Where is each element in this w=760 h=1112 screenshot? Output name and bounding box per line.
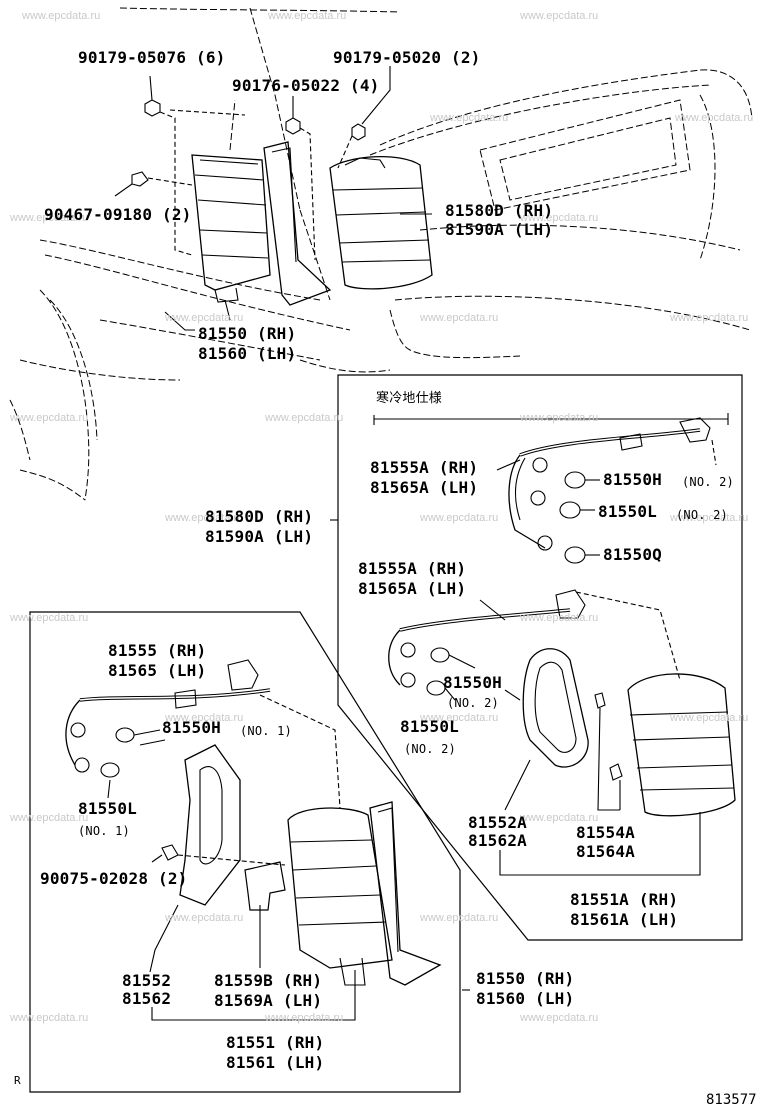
watermark: www.epcdata.ru — [430, 112, 509, 124]
part-label-bracket-81569a-lh: 81569A (LH) — [214, 991, 323, 1010]
part-label-body-81551-rh: 81551 (RH) — [226, 1033, 325, 1052]
part-label-screw-90467-09180: 90467-09180 (2) — [44, 205, 192, 224]
vehicle-body-outline — [9, 7, 753, 501]
part-label-bulb-81550h: 81550H — [603, 470, 662, 489]
part-label-bracket-81559b-rh: 81559B (RH) — [214, 971, 323, 990]
part-label-lens-lh: 81590A (LH) — [445, 220, 554, 239]
watermark: www.epcdata.ru — [22, 10, 101, 22]
watermark: www.epcdata.ru — [675, 112, 754, 124]
part-label-bulb-81550h-2-no: (NO. 2) — [447, 696, 499, 710]
part-label-socket-81565a-lh: 81565A (LH) — [370, 478, 479, 497]
right-box-leaders — [330, 439, 717, 876]
watermark: www.epcdata.ru — [10, 612, 89, 624]
watermark: www.epcdata.ru — [520, 812, 599, 824]
part-label-lens-81580d-rh: 81580D (RH) — [205, 507, 314, 526]
part-label-body-81561-lh: 81561 (LH) — [226, 1053, 325, 1072]
part-label-bulb-81550h-no1-suffix: (NO. 1) — [240, 724, 292, 738]
corner-mark: R — [14, 1074, 21, 1087]
part-label-socket-81555a-rh-2: 81555A (RH) — [358, 559, 467, 578]
part-label-body-81561a-lh: 81561A (LH) — [570, 910, 679, 929]
part-label-socket-81565-lh: 81565 (LH) — [108, 661, 207, 680]
part-label-clip-81564a: 81564A — [576, 842, 635, 861]
part-label-bulb-81550h-no: (NO. 2) — [682, 475, 734, 489]
part-label-lens-81590a-lh: 81590A (LH) — [205, 527, 314, 546]
part-label-lens-rh: 81580D (RH) — [445, 201, 554, 220]
watermark: www.epcdata.ru — [670, 712, 749, 724]
part-label-bulb-81550l-no1-suffix: (NO. 1) — [78, 824, 130, 838]
watermark: www.epcdata.ru — [520, 412, 599, 424]
watermark: www.epcdata.ru — [670, 312, 749, 324]
left-bracket — [244, 861, 286, 911]
watermark: www.epcdata.ru — [10, 412, 89, 424]
watermark: www.epcdata.ru — [268, 10, 347, 22]
part-label-bulb-81550l-no: (NO. 2) — [676, 508, 728, 522]
right-inset-box — [337, 374, 743, 941]
part-label-clip-81554a: 81554A — [576, 823, 635, 842]
left-lamp-body — [287, 801, 442, 986]
part-label-lamp-lh: 81560 (LH) — [198, 344, 297, 363]
top-lens-assembly — [329, 156, 433, 290]
part-label-bulb-81550l-2-no: (NO. 2) — [404, 742, 456, 756]
watermark: www.epcdata.ru — [10, 812, 89, 824]
watermark: www.epcdata.ru — [265, 412, 344, 424]
right-harness-upper — [508, 417, 711, 564]
watermark: www.epcdata.ru — [165, 312, 244, 324]
part-label-socket-81555-rh: 81555 (RH) — [108, 641, 207, 660]
watermark: www.epcdata.ru — [10, 212, 89, 224]
part-label-lamp-rh: 81550 (RH) — [198, 324, 297, 343]
part-label-lamp-81550-rh: 81550 (RH) — [476, 969, 575, 988]
part-label-socket-81565a-lh-2: 81565A (LH) — [358, 579, 467, 598]
left-harness — [65, 659, 271, 778]
part-label-bulb-81550h-no1: 81550H — [162, 718, 221, 737]
part-label-socket-81555a-rh: 81555A (RH) — [370, 458, 479, 477]
part-label-gasket-81552: 81552 — [122, 971, 172, 990]
part-label-bulb-81550l-2: 81550L — [400, 717, 459, 736]
top-leader-lines — [114, 66, 432, 331]
part-label-bulb-81550l: 81550L — [598, 502, 657, 521]
top-tail-lamp-assembly — [191, 141, 332, 306]
part-label-screw-90075-02028: 90075-02028 (2) — [40, 869, 188, 888]
left-inset-box — [29, 611, 461, 1093]
cold-region-spec-header: 寒冷地仕様 — [376, 391, 443, 406]
right-harness-lower — [388, 589, 586, 701]
part-label-body-81551a-rh: 81551A (RH) — [570, 890, 679, 909]
watermark: www.epcdata.ru — [165, 912, 244, 924]
watermark: www.epcdata.ru — [520, 212, 599, 224]
watermark: www.epcdata.ru — [420, 312, 499, 324]
watermark: www.epcdata.ru — [420, 912, 499, 924]
watermark: www.epcdata.ru — [165, 512, 244, 524]
part-label-bulb-81550l-no1: 81550L — [78, 799, 137, 818]
right-lamp-body — [594, 673, 736, 817]
watermark: www.epcdata.ru — [165, 712, 244, 724]
part-label-clip-90176-05022: 90176-05022 (4) — [232, 76, 380, 95]
diagram-code: 813577 — [706, 1092, 757, 1108]
part-label-lamp-81560-lh: 81560 (LH) — [476, 989, 575, 1008]
part-label-nut-90179-05076: 90179-05076 (6) — [78, 48, 226, 67]
watermark: www.epcdata.ru — [520, 1012, 599, 1024]
part-label-bulb-81550h-2: 81550H — [443, 673, 502, 692]
watermark: www.epcdata.ru — [520, 612, 599, 624]
watermark: www.epcdata.ru — [10, 1012, 89, 1024]
right-gasket — [522, 648, 589, 768]
watermark: www.epcdata.ru — [265, 1012, 344, 1024]
part-label-gasket-81562a: 81562A — [468, 831, 527, 850]
left-box-leaders — [107, 694, 470, 1021]
watermark: www.epcdata.ru — [520, 10, 599, 22]
watermark: www.epcdata.ru — [670, 512, 749, 524]
part-label-gasket-81552a: 81552A — [468, 813, 527, 832]
part-label-gasket-81562: 81562 — [122, 989, 172, 1008]
watermark: www.epcdata.ru — [420, 512, 499, 524]
part-label-bulb-81550q: 81550Q — [603, 545, 662, 564]
part-label-nut-90179-05020: 90179-05020 (2) — [333, 48, 481, 67]
watermark: www.epcdata.ru — [420, 712, 499, 724]
